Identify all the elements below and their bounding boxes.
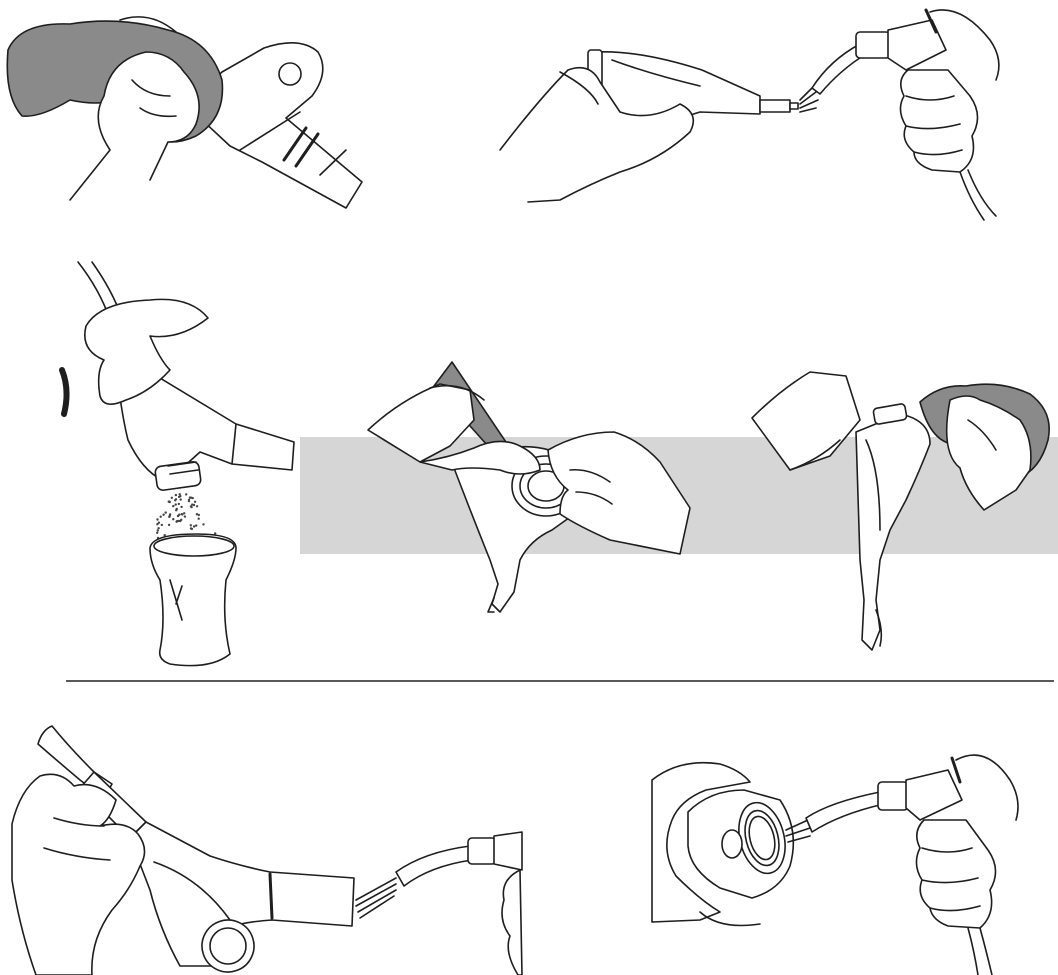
air-syringe-head: [468, 838, 496, 864]
powder-particle: [179, 493, 181, 495]
powder-particle: [183, 512, 185, 514]
panel-blow-nozzle-end: [500, 10, 999, 220]
air-syringe-tip: [396, 846, 472, 886]
powder-particle: [198, 518, 200, 520]
powder-particle: [198, 514, 200, 516]
fist-hand: [900, 70, 977, 172]
powder-particle: [175, 521, 177, 523]
cap-hole: [722, 830, 742, 858]
powder-particle: [169, 515, 171, 517]
panel-wipe-handpiece: [7, 17, 362, 208]
powder-particle: [162, 514, 164, 516]
powder-particle: [168, 500, 170, 502]
powder-particle: [165, 511, 167, 513]
powder-particle: [180, 498, 182, 500]
powder-particle: [156, 532, 158, 534]
powder-particle: [181, 513, 183, 515]
powder-chamber-thread: [155, 461, 202, 491]
powder-particle: [168, 524, 170, 526]
powder-particle: [177, 515, 179, 517]
powder-particle: [190, 524, 192, 526]
panel-blow-cap: [652, 755, 1018, 975]
powder-particle: [191, 503, 193, 505]
panel-blow-tip: [12, 726, 522, 975]
powder-particle: [158, 522, 160, 524]
powder-particle: [174, 499, 176, 501]
powder-particle: [180, 506, 182, 508]
falling-powder: [156, 493, 219, 539]
powder-particle: [190, 527, 192, 529]
powder-particle: [184, 515, 186, 517]
holding-hand: [85, 299, 208, 404]
powder-particle: [192, 497, 194, 499]
air-syringe-head: [856, 32, 890, 58]
panel-empty-powder: [62, 262, 294, 666]
fist-hand: [502, 870, 522, 975]
powder-particle: [161, 524, 163, 526]
powder-particle: [172, 505, 174, 507]
air-syringe-head: [878, 782, 908, 810]
fist-hand: [916, 820, 995, 928]
powder-particle: [171, 497, 173, 499]
powder-particle: [175, 503, 177, 505]
powder-particle: [178, 503, 180, 505]
powder-particle: [172, 518, 174, 520]
powder-particle: [157, 527, 159, 529]
collection-cup: [150, 534, 236, 666]
powder-particle: [193, 525, 195, 527]
powder-particle: [157, 529, 159, 531]
powder-particle: [175, 494, 177, 496]
powder-particle: [202, 523, 204, 525]
powder-particle: [194, 501, 196, 503]
powder-particle: [196, 505, 198, 507]
powder-particle: [178, 496, 180, 498]
powder-particle: [195, 524, 197, 526]
powder-particle: [188, 499, 190, 501]
powder-particle: [176, 508, 178, 510]
air-syringe-tip: [806, 792, 884, 832]
powder-particle: [185, 493, 187, 495]
powder-particle: [156, 518, 158, 520]
air-spray-lines: [356, 878, 396, 918]
powder-particle: [179, 520, 181, 522]
powder-particle: [160, 516, 162, 518]
